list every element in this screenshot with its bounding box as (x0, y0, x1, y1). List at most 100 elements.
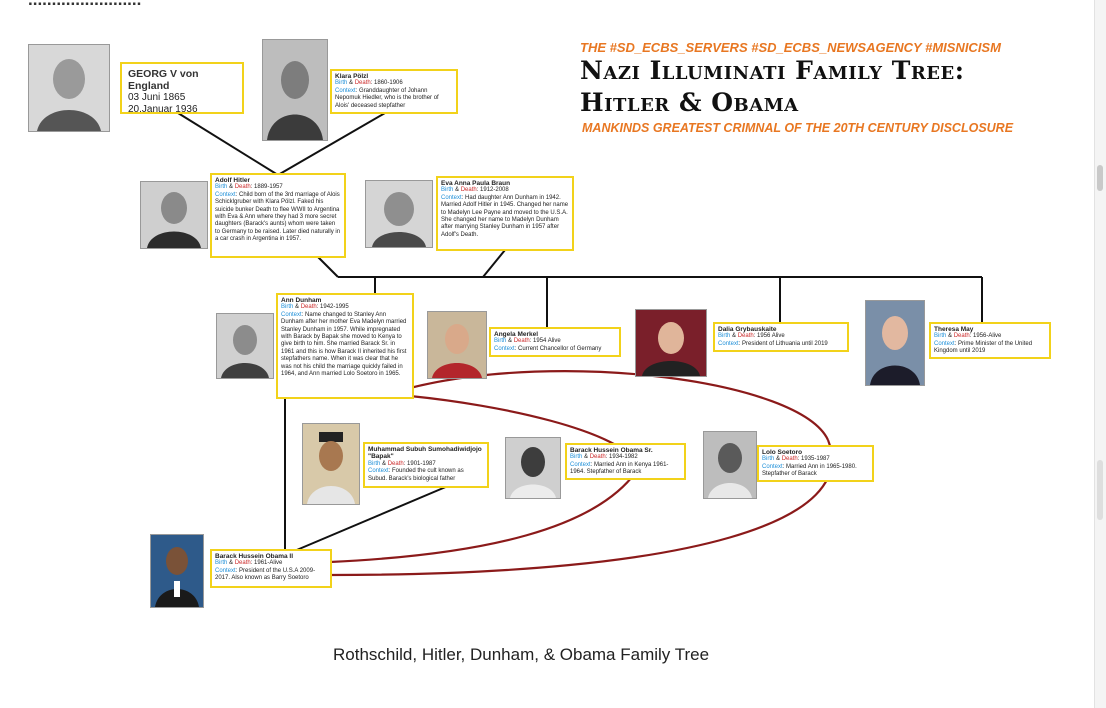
card-georg: GEORG V von England 03 Juni 1865 20.Janu… (120, 62, 244, 115)
card-context: : Founded the cult known as Subud. Barac… (368, 468, 464, 482)
amp-label: & (774, 456, 782, 463)
context-label: Context (718, 340, 739, 347)
card-name: Klara Pölzl (335, 73, 369, 80)
death-label: Death (737, 333, 754, 340)
birth-label: Birth (934, 333, 947, 340)
birth-label: Birth (762, 456, 775, 463)
card-dates: : 1889-1957 (250, 184, 283, 191)
card-context: : Prime Minister of the United Kingdom u… (934, 340, 1033, 355)
death-label: Death (513, 338, 530, 345)
context-label: Context (570, 461, 591, 468)
card-name: GEORG V von England (128, 68, 199, 92)
card-obama-sr: Barack Hussein Obama Sr. Birth & Death: … (565, 443, 686, 480)
line-georg-hitler (177, 112, 279, 176)
scrollbar-track-mark (1097, 460, 1103, 520)
birth-label: Birth (441, 187, 454, 194)
card-context: : Married Ann in 1965-1980. Stepfather o… (762, 463, 857, 478)
amp-label: & (380, 460, 388, 467)
card-name: Eva Anna Paula Braun (441, 180, 511, 187)
death-label: Death (234, 560, 251, 567)
card-subuh: Muhammad Subuh Sumohadiwidjojo "Bapak" B… (363, 442, 489, 488)
page-title: Nazi Illuminati Family Tree: (580, 56, 965, 85)
death-label: Death (354, 80, 371, 87)
card-dates: : 1961-Alive (250, 560, 283, 567)
card-line: 03 Juni 1865 (128, 92, 186, 103)
card-name: Muhammad Subuh Sumohadiwidjojo "Bapak" (368, 446, 482, 461)
context-label: Context (215, 567, 236, 574)
death-label: Death (387, 460, 404, 467)
card-line: 20.Januar 1936 (128, 104, 198, 115)
card-dates: : 1860-1906 (370, 80, 403, 87)
portrait-ann (216, 313, 274, 379)
curve-ann-lolo (409, 370, 829, 441)
card-context: : President of Lithuania until 2019 (738, 340, 828, 347)
card-merkel: Angela Merkel Birth & Death: 1954 Alive … (489, 327, 621, 357)
portrait-lolo (703, 431, 757, 499)
death-label: Death (589, 454, 606, 461)
portrait-eva (365, 180, 433, 248)
birth-label: Birth (215, 184, 228, 191)
hashtags: THE #SD_ECBS_SERVERS #SD_ECBS_NEWSAGENCY… (580, 40, 1001, 55)
death-label: Death (300, 304, 317, 311)
amp-label: & (730, 333, 738, 340)
page-title-line2: Hitler & Obama (580, 88, 799, 117)
amp-label: & (582, 454, 590, 461)
context-label: Context (441, 194, 462, 201)
card-name: Angela Merkel (494, 331, 539, 338)
card-name: Barack Hussein Obama II (215, 553, 294, 560)
line-hitler-down (317, 256, 339, 278)
card-name: Dalia Grybauskaite (718, 326, 777, 333)
amp-label: & (347, 80, 355, 87)
context-label: Context (215, 191, 236, 198)
context-label: Context (368, 468, 389, 475)
card-name: Adolf Hitler (215, 177, 251, 184)
amp-label: & (946, 333, 954, 340)
line-subuh-obama (291, 485, 449, 553)
card-name: Ann Dunham (281, 297, 322, 304)
card-context: : Child born of the 3rd marriage of Aloi… (215, 191, 341, 243)
card-context: : Current Chancellor of Germany (514, 345, 602, 352)
card-dates: : 1901-1987 (403, 460, 436, 467)
card-hitler: Adolf Hitler Birth & Death: 1889-1957 Co… (210, 173, 346, 258)
card-ann: Ann Dunham Birth & Death: 1942-1995 Cont… (276, 293, 414, 399)
card-dates: : 1935-1987 (797, 456, 830, 463)
vertical-scrollbar[interactable] (1094, 0, 1106, 708)
amp-label: & (227, 184, 235, 191)
card-dates: : 1956-Alive (969, 333, 1002, 340)
birth-label: Birth (718, 333, 731, 340)
birth-label: Birth (335, 80, 348, 87)
birth-label: Birth (368, 460, 381, 467)
birth-label: Birth (494, 338, 507, 345)
card-lolo: Lolo Soetoro Birth & Death: 1935-1987 Co… (757, 445, 874, 482)
scrollbar-thumb[interactable] (1097, 165, 1103, 191)
portrait-georg (28, 44, 110, 132)
card-name: Theresa May (934, 326, 974, 333)
portrait-obama (150, 534, 204, 608)
birth-label: Birth (570, 454, 583, 461)
amp-label: & (506, 338, 514, 345)
cropped-heading: ........................ (28, 0, 141, 10)
card-name: Lolo Soetoro (762, 449, 803, 456)
card-dates: : 1934-1982 (605, 454, 638, 461)
card-dalia: Dalia Grybauskaite Birth & Death: 1956 A… (713, 322, 849, 352)
context-label: Context (494, 345, 515, 352)
amp-label: & (227, 560, 235, 567)
image-caption: Rothschild, Hitler, Dunham, & Obama Fami… (333, 645, 710, 664)
card-may: Theresa May Birth & Death: 1956-Alive Co… (929, 322, 1051, 359)
portrait-obama-sr (505, 437, 561, 499)
card-context: : Granddaughter of Johann Nepomuk Hiedle… (335, 87, 439, 109)
context-label: Context (762, 463, 783, 470)
subtitle: MANKINDS GREATEST CRIMNAL OF THE 20TH CE… (582, 121, 1014, 135)
card-dates: : 1956 Alive (753, 333, 785, 340)
card-dates: : 1912-2008 (476, 187, 509, 194)
curve-obamasr-obama (329, 465, 641, 564)
death-label: Death (234, 184, 251, 191)
line-eva-down (482, 249, 506, 278)
card-context: : President of the U.S.A 2009-2017. Also… (215, 567, 316, 582)
card-name: Barack Hussein Obama Sr. (570, 447, 653, 454)
death-label: Death (781, 456, 798, 463)
birth-label: Birth (215, 560, 228, 567)
card-obama: Barack Hussein Obama II Birth & Death: 1… (210, 549, 332, 588)
line-klara-hitler (277, 112, 386, 176)
portrait-dalia (635, 309, 707, 377)
